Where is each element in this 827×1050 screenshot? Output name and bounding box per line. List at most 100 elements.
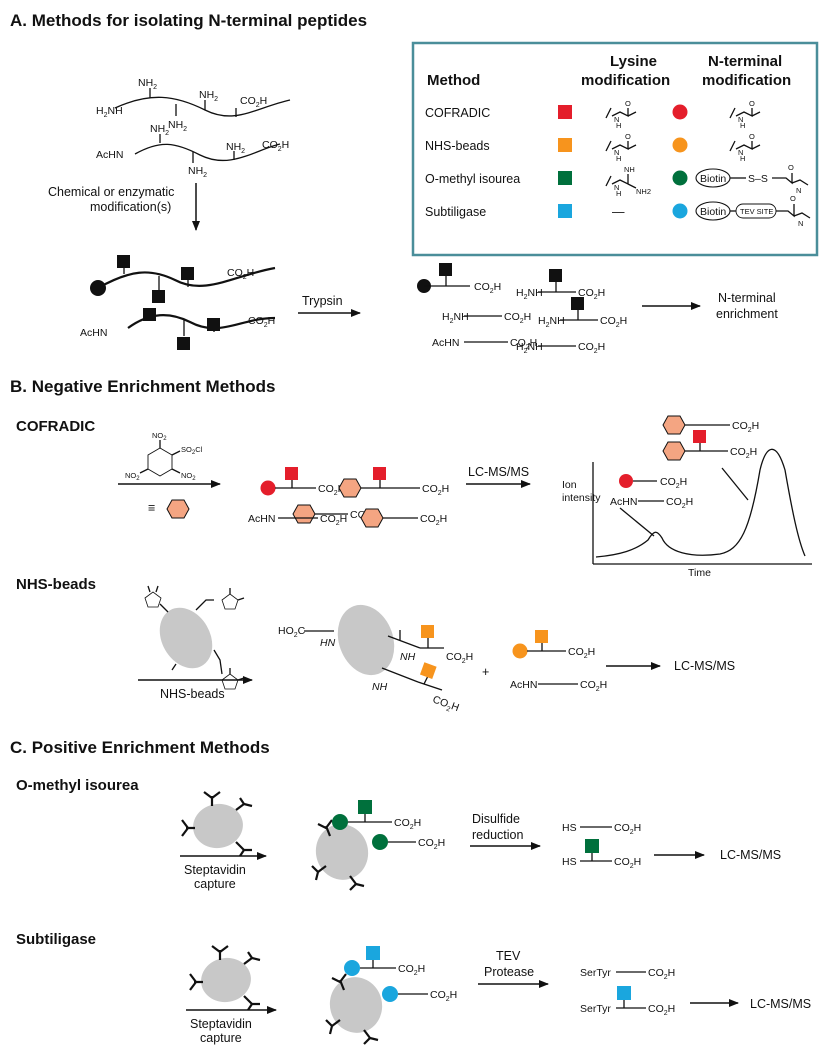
modified-protein: CO2H CO2H AcHN	[80, 255, 275, 350]
biotin-label: Biotin	[700, 206, 726, 218]
svg-text:O: O	[790, 194, 796, 203]
table-row-omethyl: O-methyl isourea	[425, 172, 520, 186]
svg-text:CO2H: CO2H	[614, 856, 641, 870]
svg-text:CO2H: CO2H	[422, 483, 449, 497]
svg-text:CO2H: CO2H	[430, 989, 457, 1003]
svg-text:H: H	[616, 189, 621, 198]
svg-text:CO2H: CO2H	[614, 822, 641, 836]
svg-text:NH2: NH2	[226, 141, 245, 155]
svg-text:H: H	[616, 121, 621, 130]
subtiligase-lcms-label: LC-MS/MS	[750, 997, 811, 1011]
disulfide-label-2: reduction	[472, 828, 523, 842]
acetyl-structure-nt-2: H N O	[729, 132, 761, 163]
svg-text:CO2H: CO2H	[227, 267, 254, 281]
trypsin-label: Trypsin	[302, 294, 343, 308]
svg-text:H2NH: H2NH	[96, 105, 123, 119]
enrichment-label-line2: enrichment	[716, 307, 778, 321]
svg-text:HS: HS	[562, 822, 577, 834]
section-c-title: C. Positive Enrichment Methods	[10, 738, 270, 757]
svg-text:NO2: NO2	[152, 431, 167, 442]
svg-text:CO2H: CO2H	[430, 694, 460, 716]
equiv-symbol: ≡	[148, 501, 155, 515]
svg-text:NH: NH	[372, 681, 388, 693]
omethyl-heading: O-methyl isourea	[16, 777, 139, 794]
subtiligase-captured-peptides: CO2H CO2H	[325, 946, 457, 1045]
unmodified-protein-bottom: AcHN NH2 NH2 NH2 CO2H	[96, 123, 289, 179]
table-header-nterm-1: N-terminal	[708, 53, 782, 70]
step-label-line2: modification(s)	[90, 200, 171, 214]
y-axis-label-line2: intensity	[562, 492, 601, 504]
svg-text:HS: HS	[562, 856, 577, 868]
lysine-square	[152, 290, 165, 303]
step-label-line1: Chemical or enzymatic	[48, 185, 174, 199]
nhs-flowthrough-peptides: CO2H AcHN CO2H	[510, 630, 607, 693]
omethyl-capture-label-2: capture	[194, 877, 236, 891]
table-row-cofradic: COFRADIC	[425, 106, 490, 120]
svg-text:CO2H: CO2H	[248, 315, 275, 329]
svg-text:NH2: NH2	[188, 165, 207, 179]
svg-text:CO2H: CO2H	[578, 341, 605, 355]
guanidinyl-structure: N H NH NH2	[605, 165, 651, 198]
svg-text:CO2H: CO2H	[730, 446, 757, 460]
svg-text:HO2C: HO2C	[278, 625, 306, 639]
x-axis-label: Time	[688, 567, 711, 579]
svg-text:CO2H: CO2H	[600, 315, 627, 329]
svg-text:NH2: NH2	[636, 187, 651, 196]
tev-site-label: TEV SITE	[740, 207, 773, 216]
table-row-subtiligase: Subtiligase	[425, 205, 486, 219]
svg-text:H: H	[616, 154, 621, 163]
svg-text:N: N	[798, 219, 803, 228]
nhs-heading: NHS-beads	[16, 576, 96, 593]
svg-text:NH: NH	[624, 165, 635, 174]
lysine-square	[207, 318, 220, 331]
streptavidin-bead-1	[181, 791, 253, 857]
cofradic-lcms-label: LC-MS/MS	[468, 465, 529, 479]
lysine-square	[177, 337, 190, 350]
svg-text:CO2H: CO2H	[240, 95, 267, 109]
section-a-title: A. Methods for isolating N-terminal pept…	[10, 11, 367, 30]
enrichment-label-line1: N-terminal	[718, 291, 776, 305]
nhs-arrow-label: NHS-beads	[160, 687, 225, 701]
svg-text:CO2H: CO2H	[418, 837, 445, 851]
svg-text:CO2H: CO2H	[568, 646, 595, 660]
cofradic-nterm-circle	[672, 104, 688, 120]
svg-text:N: N	[614, 148, 619, 157]
table-row-nhs-beads: NHS-beads	[425, 139, 490, 153]
svg-text:N: N	[796, 186, 801, 195]
svg-text:CO2H: CO2H	[510, 337, 537, 351]
svg-text:CO2H: CO2H	[660, 476, 687, 490]
blocked-nterm-circle	[90, 280, 106, 296]
svg-text:O: O	[625, 99, 631, 108]
subtiligase-released-peptides: SerTyr CO2H SerTyr CO2H	[580, 967, 675, 1017]
subtiligase-nterm-circle	[672, 203, 688, 219]
omethyl-lcms-label: LC-MS/MS	[720, 848, 781, 862]
svg-text:NH2: NH2	[138, 77, 157, 91]
acetyl-structure-lys-2: H N O	[605, 132, 637, 163]
acetyl-structure-lys-1: H N O	[605, 99, 637, 130]
svg-text:CO2H: CO2H	[648, 1003, 675, 1017]
svg-text:CO2H: CO2H	[666, 496, 693, 510]
svg-text:NH2: NH2	[168, 119, 187, 133]
svg-text:H2NH: H2NH	[516, 287, 543, 301]
table-header-method: Method	[427, 72, 480, 89]
svg-text:AcHN: AcHN	[510, 679, 537, 691]
svg-text:CO2H: CO2H	[732, 420, 759, 434]
svg-text:O: O	[749, 99, 755, 108]
svg-text:CO2H: CO2H	[394, 817, 421, 831]
table-header-lysine-1: Lysine	[610, 53, 657, 70]
streptavidin-bead-2	[189, 945, 261, 1011]
svg-text:AcHN: AcHN	[96, 149, 123, 161]
svg-text:CO2H: CO2H	[446, 651, 473, 665]
svg-text:AcHN: AcHN	[80, 327, 107, 339]
lysine-square	[181, 267, 194, 280]
svg-text:AcHN: AcHN	[432, 337, 459, 349]
svg-text:SerTyr: SerTyr	[580, 967, 611, 979]
svg-text:CO2H: CO2H	[398, 963, 425, 977]
nhs-bound-peptides: HO2C HN NH CO2H NH CO2H	[278, 604, 473, 716]
tnbs-hexagon-icon	[166, 499, 190, 519]
svg-text:CO2H: CO2H	[320, 513, 347, 527]
cofradic-heading: COFRADIC	[16, 418, 95, 435]
methods-table: Method Lysine modification N-terminal mo…	[411, 41, 819, 257]
svg-text:N: N	[738, 115, 743, 124]
